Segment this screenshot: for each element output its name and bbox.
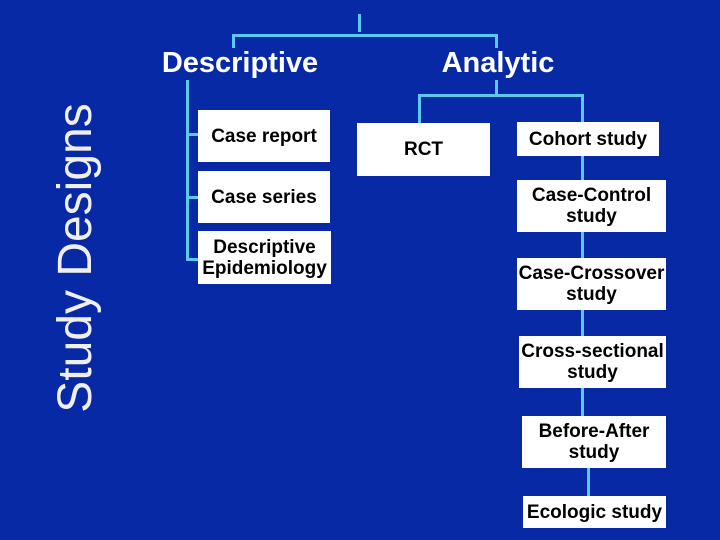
connector-cohort-to-case-control: [581, 156, 584, 181]
connector-stub-case-series: [186, 196, 198, 199]
node-case-control-study: Case-Control study: [517, 180, 666, 232]
node-case-crossover-study: Case-Crossover study: [517, 258, 666, 310]
connector-top-right-drop: [495, 34, 498, 48]
connector-case-crossover-to-cross-sectional: [581, 310, 584, 337]
node-descriptive-epidemiology: Descriptive Epidemiology: [198, 231, 331, 284]
node-case-series: Case series: [198, 171, 330, 223]
connector-before-after-to-ecologic: [587, 468, 590, 497]
node-cohort-study: Cohort study: [517, 122, 659, 156]
branch-heading-analytic: Analytic: [441, 47, 555, 79]
node-before-after-study: Before-After study: [522, 416, 666, 468]
connector-top-stub: [358, 14, 361, 32]
connector-analytic-branch: [418, 94, 584, 97]
connector-descriptive-trunk: [186, 80, 189, 261]
node-case-report: Case report: [198, 110, 330, 162]
connector-case-control-to-case-crossover: [581, 232, 584, 259]
connector-cross-sectional-to-before-after: [581, 388, 584, 417]
connector-top-left-drop: [232, 34, 235, 48]
connector-drop-cohort: [581, 94, 584, 124]
branch-heading-descriptive: Descriptive: [161, 47, 319, 79]
node-rct: RCT: [357, 123, 490, 176]
connector-stub-case-report: [186, 133, 198, 136]
connector-top-horizontal: [232, 34, 498, 37]
vertical-slide-title: Study Designs: [49, 103, 102, 413]
connector-stub-descriptive-epidemiology: [186, 258, 198, 261]
connector-analytic-stub: [495, 80, 498, 96]
node-cross-sectional-study: Cross-sectional study: [519, 336, 666, 388]
connector-drop-rct: [418, 94, 421, 127]
node-ecologic-study: Ecologic study: [523, 496, 666, 528]
